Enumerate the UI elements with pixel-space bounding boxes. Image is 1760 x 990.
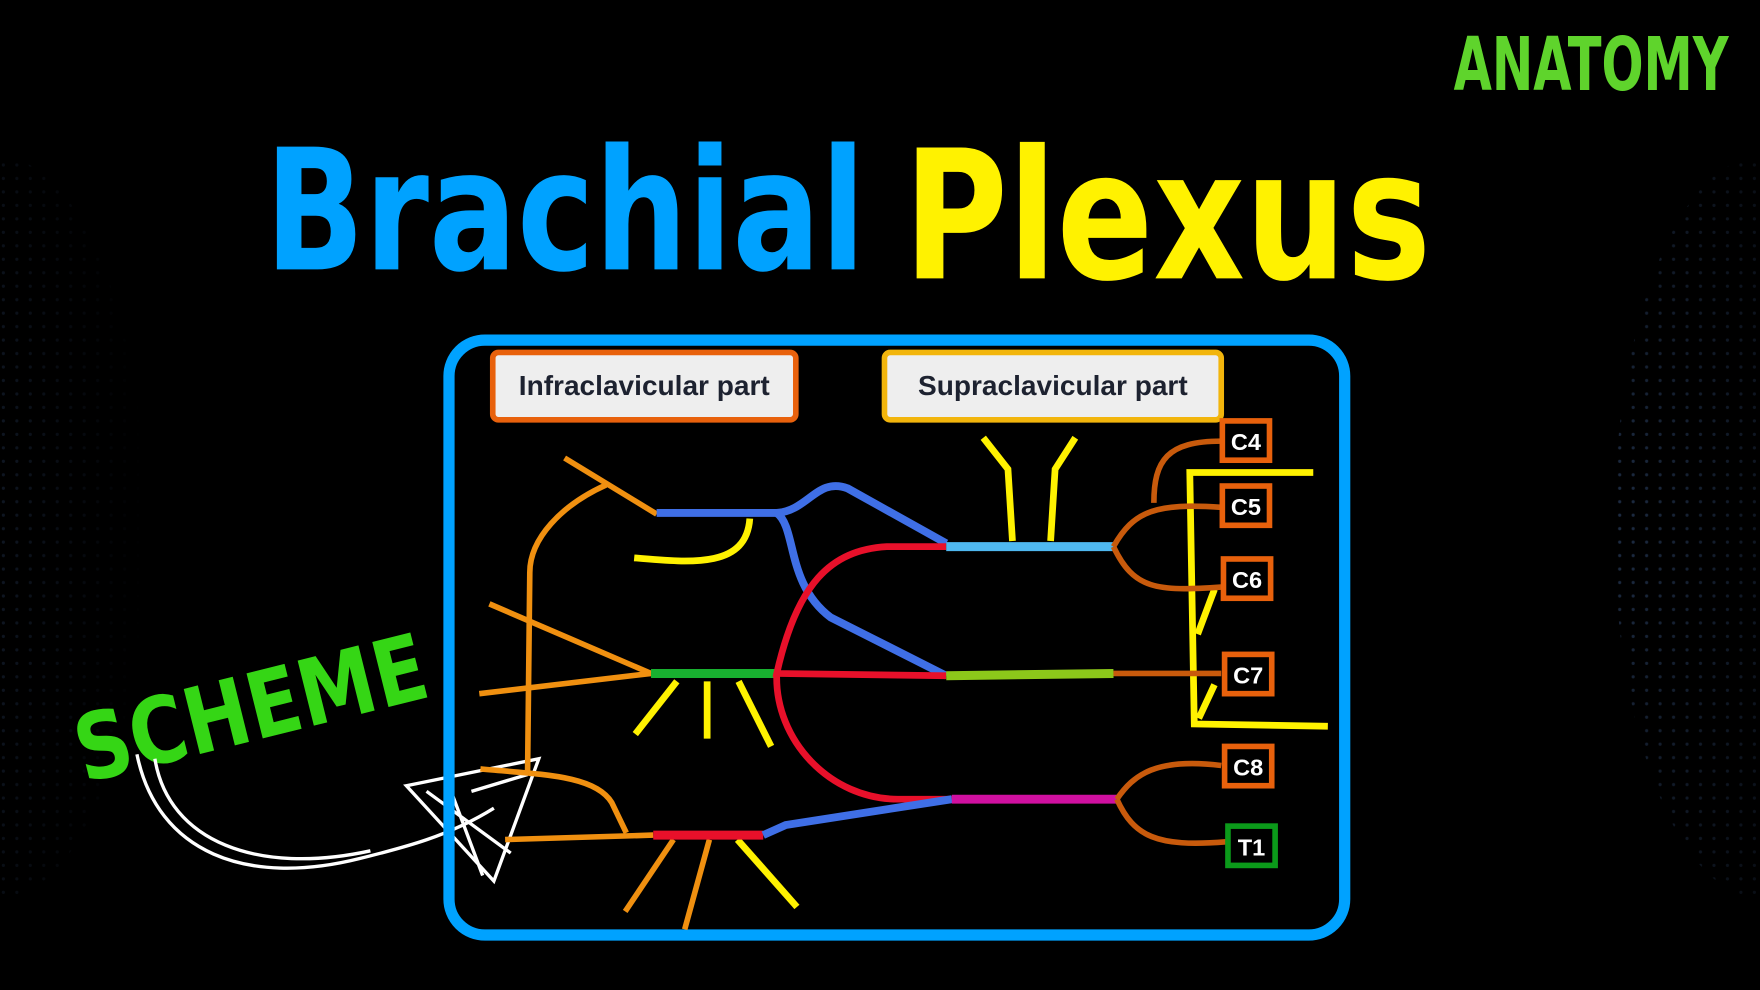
supraclavicular-label: Supraclavicular part <box>918 370 1188 401</box>
svg-text:C7: C7 <box>1233 663 1263 689</box>
diagram-frame <box>443 334 1351 941</box>
root-c6: C6 <box>1220 556 1274 602</box>
dot-pattern-right <box>1602 145 1760 910</box>
svg-text:C4: C4 <box>1231 429 1261 455</box>
root-c5: C5 <box>1219 483 1273 529</box>
infraclavicular-label-box: Infraclavicular part <box>489 349 799 423</box>
root-labels: C4 C5 C6 C7 C8 T1 <box>1219 418 1278 869</box>
root-c4: C4 <box>1219 418 1273 464</box>
svg-text:C8: C8 <box>1233 755 1263 781</box>
plexus-lines <box>478 435 1328 931</box>
infraclavicular-label: Infraclavicular part <box>519 370 770 401</box>
root-c8: C8 <box>1221 743 1275 789</box>
title-plexus: Plexus <box>904 112 1432 321</box>
root-t1: T1 <box>1225 823 1278 869</box>
svg-text:T1: T1 <box>1238 834 1266 860</box>
dot-pattern-left <box>0 145 158 910</box>
supraclavicular-label-box: Supraclavicular part <box>881 349 1225 423</box>
title-brachial: Brachial <box>265 113 866 309</box>
category-label: ANATOMY <box>1454 22 1730 108</box>
root-c7: C7 <box>1221 651 1275 697</box>
svg-text:C5: C5 <box>1231 494 1261 520</box>
svg-text:C6: C6 <box>1232 567 1262 593</box>
